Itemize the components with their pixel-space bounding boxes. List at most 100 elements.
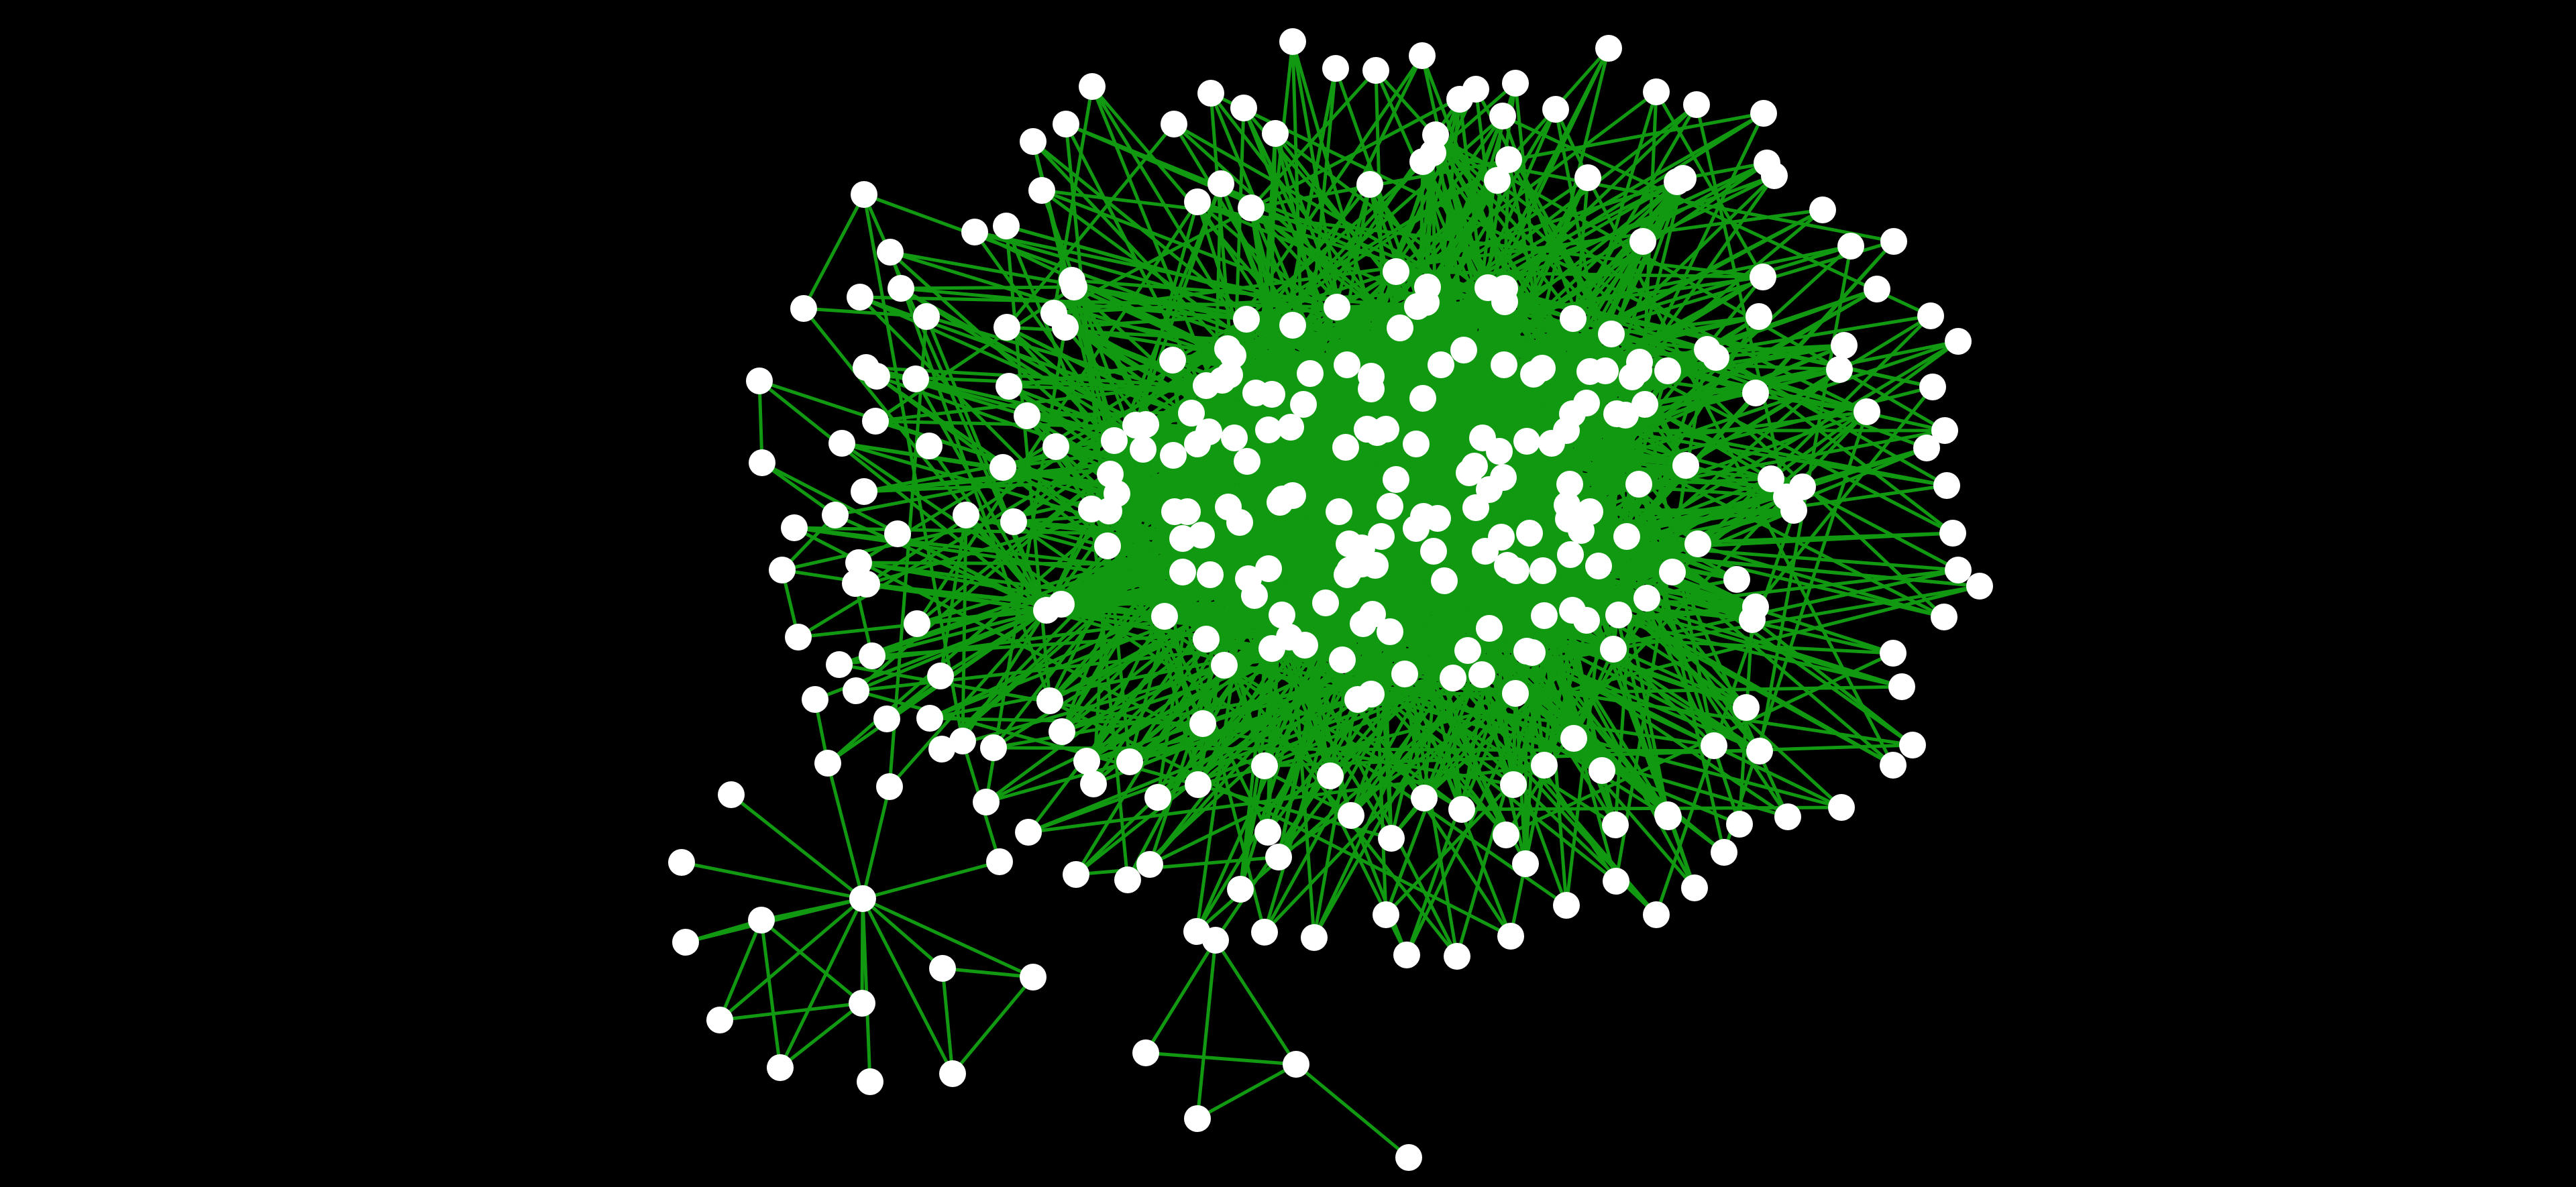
graph-edge [718,1001,864,1022]
graph-node [1395,1144,1422,1171]
graph-node [1440,665,1466,691]
graph-node [877,239,904,266]
graph-node [849,990,875,1017]
graph-node [672,929,699,956]
nodes-layer [668,28,1993,1171]
graph-node [1255,416,1282,443]
graph-node [849,885,876,912]
graph-node [1484,167,1511,194]
graph-edge [941,966,955,1076]
graph-node [973,789,1000,815]
graph-node [1202,927,1229,954]
graph-edge [1564,413,1627,907]
graph-node [1600,636,1627,663]
graph-node [1468,661,1495,688]
graph-node [1613,523,1640,550]
graph-edge [927,444,1049,612]
graph-node [1529,557,1556,584]
graph-edge [941,966,1035,979]
graph-edge [1052,208,1825,315]
graph-node [1519,639,1546,666]
graph-node [1933,472,1960,499]
graph-node [1184,1105,1211,1132]
graph-edge [964,513,1049,612]
graph-node [1750,264,1776,290]
graph-node [1409,148,1436,175]
graph-node [1694,336,1721,363]
graph-edge [1195,1062,1298,1121]
graph-edge [1249,68,1378,210]
graph-node [851,478,877,505]
graph-node [781,514,808,541]
graph-node [1169,559,1196,585]
graph-node [927,663,954,689]
graph-node [1502,70,1529,97]
graph-node [1739,606,1766,633]
graph-node [929,955,956,982]
graph-edge [1144,938,1218,1055]
graph-edge [938,608,1049,678]
graph-edge [991,746,1762,753]
graph-node [1683,91,1710,118]
graph-node [1114,866,1141,893]
graph-edge [760,461,837,517]
graph-node [1500,771,1527,798]
graph-edge [864,365,1425,400]
graph-node [790,295,817,322]
graph-node [1917,302,1944,329]
graph-node [1774,803,1801,830]
graph-node [904,610,930,637]
graph-node [888,275,914,302]
graph-node [1502,680,1529,707]
graph-node [1033,597,1060,624]
graph-node [1773,484,1800,510]
graph-node [1255,555,1282,582]
graph-edge [757,379,764,465]
graph-node [1211,652,1238,679]
graph-node [1059,267,1085,294]
graph-node [996,373,1022,400]
graph-node [994,314,1020,341]
graph-node [1195,418,1222,445]
graph-node [1079,73,1106,100]
graph-node [1462,76,1489,103]
graph-node [1474,274,1501,301]
graph-node [993,213,1020,239]
graph-node [1664,168,1690,195]
graph-node [1277,414,1304,441]
graph-node [1132,1039,1159,1066]
graph-node [1553,892,1580,919]
graph-edge [757,379,1349,577]
graph-edge [1228,244,1853,377]
graph-node [1364,419,1391,446]
graph-node [1631,391,1658,418]
graph-node [1233,306,1260,333]
graph-node [1711,839,1737,866]
graph-edge [973,230,1641,372]
graph-edge [759,918,864,1005]
graph-node [1279,482,1306,509]
graph-node [1602,811,1629,838]
graph-edge [1301,111,1766,406]
graph-edge [1737,618,1754,826]
graph-node [1403,431,1430,457]
graph-edge [1509,412,1619,938]
graph-edge [1277,691,1517,859]
graph-node [1469,425,1496,451]
graph-node [706,1007,733,1033]
graph-edge [718,918,763,1022]
graph-node [1230,95,1257,121]
graph-node [1160,442,1187,469]
graph-node [1880,228,1907,255]
graph-node [1208,170,1234,197]
graph-node [1939,520,1966,547]
graph-node [857,1068,883,1095]
graph-edge [759,897,865,922]
graph-node [902,365,929,392]
graph-node [1513,428,1540,455]
graph-node [1358,681,1385,708]
graph-edge [1064,122,1132,764]
graph-node [1913,435,1940,461]
graph-node [1880,640,1907,667]
graph-edge [1501,114,1933,318]
